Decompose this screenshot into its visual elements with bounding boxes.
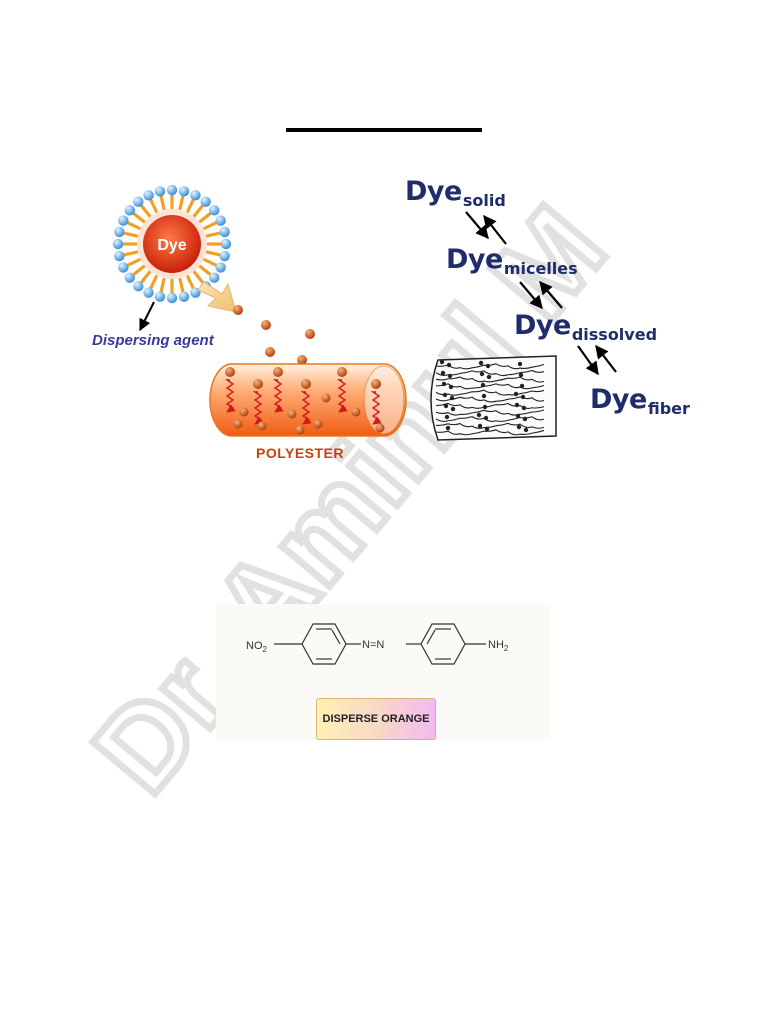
polyester-label: POLYESTER bbox=[256, 445, 344, 461]
state-solid: Dyesolid bbox=[405, 176, 506, 210]
state-dissolved: Dyedissolved bbox=[514, 310, 658, 344]
state-micelles: Dyemicelles bbox=[446, 244, 578, 278]
dye-micelle: Dye bbox=[112, 184, 232, 304]
chemical-structure-panel: NO2 N=N NH2 DISPERSE ORANGE bbox=[216, 604, 551, 740]
title-underline bbox=[286, 128, 482, 132]
dye-core bbox=[143, 215, 201, 273]
disperse-orange-structure: NO2 N=N NH2 bbox=[246, 623, 509, 665]
polyester-fiber bbox=[209, 363, 407, 437]
azo-linkage: N=N bbox=[362, 639, 384, 651]
dyeing-illustration: Dye Dispersing agent POLYESTER bbox=[92, 184, 617, 461]
nitro-group: NO2 bbox=[246, 640, 268, 654]
dispersing-agent-pointer bbox=[139, 301, 155, 332]
state-fiber: Dyefiber bbox=[590, 384, 690, 418]
free-dye-particles bbox=[233, 305, 315, 365]
dye-core-label: Dye bbox=[157, 237, 186, 254]
compound-name-label: DISPERSE ORANGE bbox=[316, 698, 436, 740]
fiber-microstructure bbox=[430, 355, 557, 441]
dispersing-agent-label: Dispersing agent bbox=[92, 332, 215, 349]
release-arrow bbox=[197, 281, 237, 313]
amino-group: NH2 bbox=[488, 639, 509, 653]
equilibrium-arrows bbox=[465, 211, 617, 376]
